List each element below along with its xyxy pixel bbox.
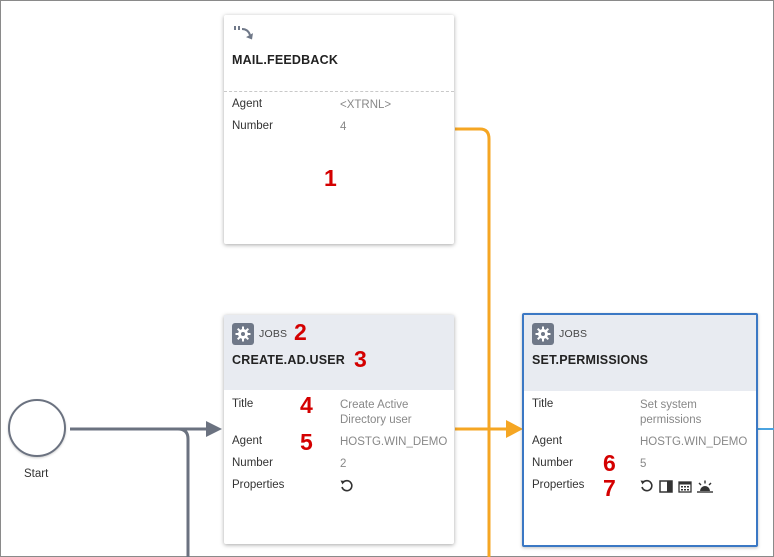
task-card-create-ad-user[interactable]: JOBS CREATE.AD.USER Title Create Active …: [224, 315, 454, 544]
agent-label: Agent: [232, 98, 263, 110]
external-task-icon: [233, 25, 255, 46]
sunrise-icon: [697, 480, 713, 498]
property-icons: [640, 479, 752, 498]
number-value: 5: [640, 458, 647, 470]
title-value: Create Active Directory user: [340, 399, 412, 426]
agent-label: Agent: [232, 435, 263, 447]
card-header: JOBS SET.PERMISSIONS: [524, 315, 756, 391]
wire-mail-to-set: [455, 127, 491, 557]
task-type-label: JOBS: [559, 328, 588, 340]
card-header: MAIL.FEEDBACK: [224, 15, 454, 91]
annotation-2: 2: [294, 319, 307, 345]
agent-value: HOSTG.WIN_DEMO: [340, 436, 448, 448]
annotation-4: 4: [300, 392, 313, 418]
gear-icon: [532, 323, 554, 345]
annotation-7: 7: [603, 475, 616, 501]
annotation-6: 6: [603, 450, 616, 476]
annotation-3: 3: [354, 346, 367, 372]
task-type-label: JOBS: [259, 328, 288, 340]
agent-label: Agent: [532, 435, 563, 447]
start-label: Start: [24, 468, 49, 480]
gear-icon: [232, 323, 254, 345]
task-title: MAIL.FEEDBACK: [232, 53, 339, 67]
wire-start-down: [70, 427, 190, 557]
annotation-1: 1: [324, 165, 337, 191]
number-label: Number: [532, 457, 573, 469]
number-value: 4: [340, 121, 347, 133]
number-value: 2: [340, 458, 347, 470]
title-value: Set system permissions: [640, 399, 702, 426]
agent-value: <XTRNL>: [340, 99, 392, 111]
card-header: JOBS CREATE.AD.USER: [224, 315, 454, 390]
start-node[interactable]: [8, 399, 66, 457]
arrow-into-create: [206, 421, 222, 437]
annotation-5: 5: [300, 429, 313, 455]
panel-icon: [659, 479, 673, 498]
restart-icon: [340, 479, 354, 498]
task-title: CREATE.AD.USER: [232, 353, 345, 367]
calendar-icon: [678, 480, 692, 498]
agent-value: HOSTG.WIN_DEMO: [640, 436, 748, 448]
task-card-mail-feedback[interactable]: MAIL.FEEDBACK Agent <XTRNL> Number 4: [224, 15, 454, 244]
restart-icon: [640, 479, 654, 498]
properties-label: Properties: [232, 479, 285, 491]
title-label: Title: [232, 398, 254, 410]
number-label: Number: [232, 457, 273, 469]
property-icons: [340, 479, 452, 498]
properties-label: Properties: [532, 479, 585, 491]
divider: [224, 91, 454, 92]
task-title: SET.PERMISSIONS: [532, 353, 649, 367]
task-card-set-permissions[interactable]: JOBS SET.PERMISSIONS Title Set system pe…: [522, 313, 758, 547]
arrow-into-set: [506, 420, 523, 438]
number-label: Number: [232, 120, 273, 132]
title-label: Title: [532, 398, 554, 410]
